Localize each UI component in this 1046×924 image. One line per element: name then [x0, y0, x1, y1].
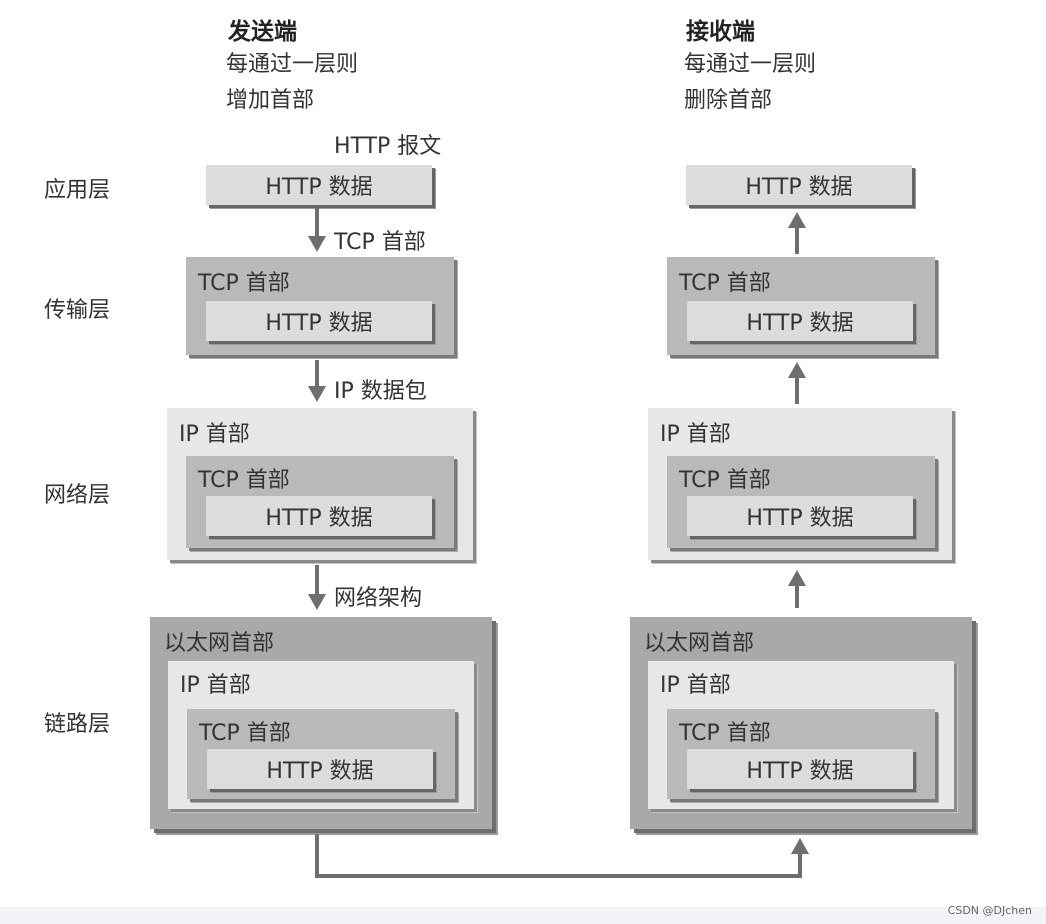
receiver-up-arrow-3: [788, 212, 806, 254]
sender-transport-tcp-box: TCP 首部 HTTP 数据: [186, 257, 454, 355]
sender-down-arrow-1: [308, 208, 326, 252]
sender-title: 发送端: [228, 19, 297, 45]
receiver-link-ip-box: IP 首部 TCP 首部 HTTP 数据: [648, 661, 954, 809]
sender-network-http-label: HTTP 数据: [265, 506, 373, 531]
sender-transport-http-label: HTTP 数据: [265, 311, 373, 336]
sender-link-http-label: HTTP 数据: [266, 759, 374, 784]
sender-down-arrow-3: [308, 565, 326, 610]
receiver-link-http-box: HTTP 数据: [687, 749, 913, 789]
receiver-transport-tcp-label: TCP 首部: [679, 271, 771, 296]
sender-link-ethernet-label: 以太网首部: [164, 631, 275, 656]
receiver-transport-http-label: HTTP 数据: [746, 311, 854, 336]
receiver-network-ip-label: IP 首部: [660, 422, 731, 447]
annotation-ip-packet: IP 数据包: [334, 379, 427, 404]
receiver-network-http-box: HTTP 数据: [687, 496, 913, 536]
sender-app-http-data-box: HTTP 数据: [206, 165, 432, 205]
receiver-title: 接收端: [686, 19, 755, 45]
sender-down-arrow-2: [308, 360, 326, 402]
sender-desc-line2: 增加首部: [226, 88, 315, 113]
sender-network-tcp-label: TCP 首部: [198, 468, 290, 493]
receiver-network-tcp-box: TCP 首部 HTTP 数据: [667, 456, 935, 548]
layer-label-transport: 传输层: [44, 298, 111, 323]
sender-app-http-data-label: HTTP 数据: [265, 175, 373, 200]
receiver-app-http-data-label: HTTP 数据: [745, 175, 853, 200]
receiver-link-http-label: HTTP 数据: [746, 759, 854, 784]
sender-link-ip-box: IP 首部 TCP 首部 HTTP 数据: [168, 661, 474, 809]
receiver-transport-tcp-box: TCP 首部 HTTP 数据: [667, 257, 935, 355]
receiver-link-tcp-label: TCP 首部: [679, 721, 771, 746]
receiver-desc-line1: 每通过一层则: [684, 52, 817, 77]
annotation-http-message: HTTP 报文: [334, 134, 442, 159]
receiver-link-ethernet-label: 以太网首部: [644, 631, 755, 656]
receiver-link-ip-label: IP 首部: [660, 673, 731, 698]
watermark-text: CSDN @DJchen: [947, 904, 1032, 917]
layer-label-application: 应用层: [44, 178, 111, 203]
receiver-app-http-data-box: HTTP 数据: [686, 165, 912, 205]
sender-network-tcp-box: TCP 首部 HTTP 数据: [186, 456, 454, 548]
sender-desc-line1: 每通过一层则: [226, 52, 359, 77]
receiver-network-tcp-label: TCP 首部: [679, 468, 771, 493]
sender-transport-http-box: HTTP 数据: [206, 301, 432, 341]
receiver-transport-http-box: HTTP 数据: [687, 301, 913, 341]
sender-network-ip-box: IP 首部 TCP 首部 HTTP 数据: [167, 408, 473, 560]
transfer-connector-arrow: [315, 834, 809, 878]
receiver-desc-line2: 删除首部: [684, 88, 773, 113]
footer-strip: [0, 907, 1046, 924]
receiver-link-ethernet-box: 以太网首部 IP 首部 TCP 首部 HTTP 数据: [630, 617, 972, 829]
sender-link-ip-label: IP 首部: [180, 673, 251, 698]
sender-network-ip-label: IP 首部: [179, 422, 250, 447]
receiver-network-ip-box: IP 首部 TCP 首部 HTTP 数据: [648, 408, 952, 560]
receiver-link-tcp-box: TCP 首部 HTTP 数据: [667, 709, 935, 799]
sender-link-tcp-label: TCP 首部: [199, 721, 291, 746]
layer-label-link: 链路层: [44, 712, 111, 737]
annotation-network-arch: 网络架构: [334, 586, 423, 611]
receiver-up-arrow-2: [788, 362, 806, 404]
sender-link-tcp-box: TCP 首部 HTTP 数据: [187, 709, 455, 799]
layer-label-network: 网络层: [44, 483, 111, 508]
receiver-network-http-label: HTTP 数据: [746, 506, 854, 531]
receiver-up-arrow-1: [788, 570, 806, 608]
sender-link-http-box: HTTP 数据: [207, 749, 433, 789]
sender-network-http-box: HTTP 数据: [206, 496, 432, 536]
sender-link-ethernet-box: 以太网首部 IP 首部 TCP 首部 HTTP 数据: [150, 617, 492, 829]
sender-transport-tcp-label: TCP 首部: [198, 271, 290, 296]
annotation-tcp-header: TCP 首部: [334, 230, 426, 255]
